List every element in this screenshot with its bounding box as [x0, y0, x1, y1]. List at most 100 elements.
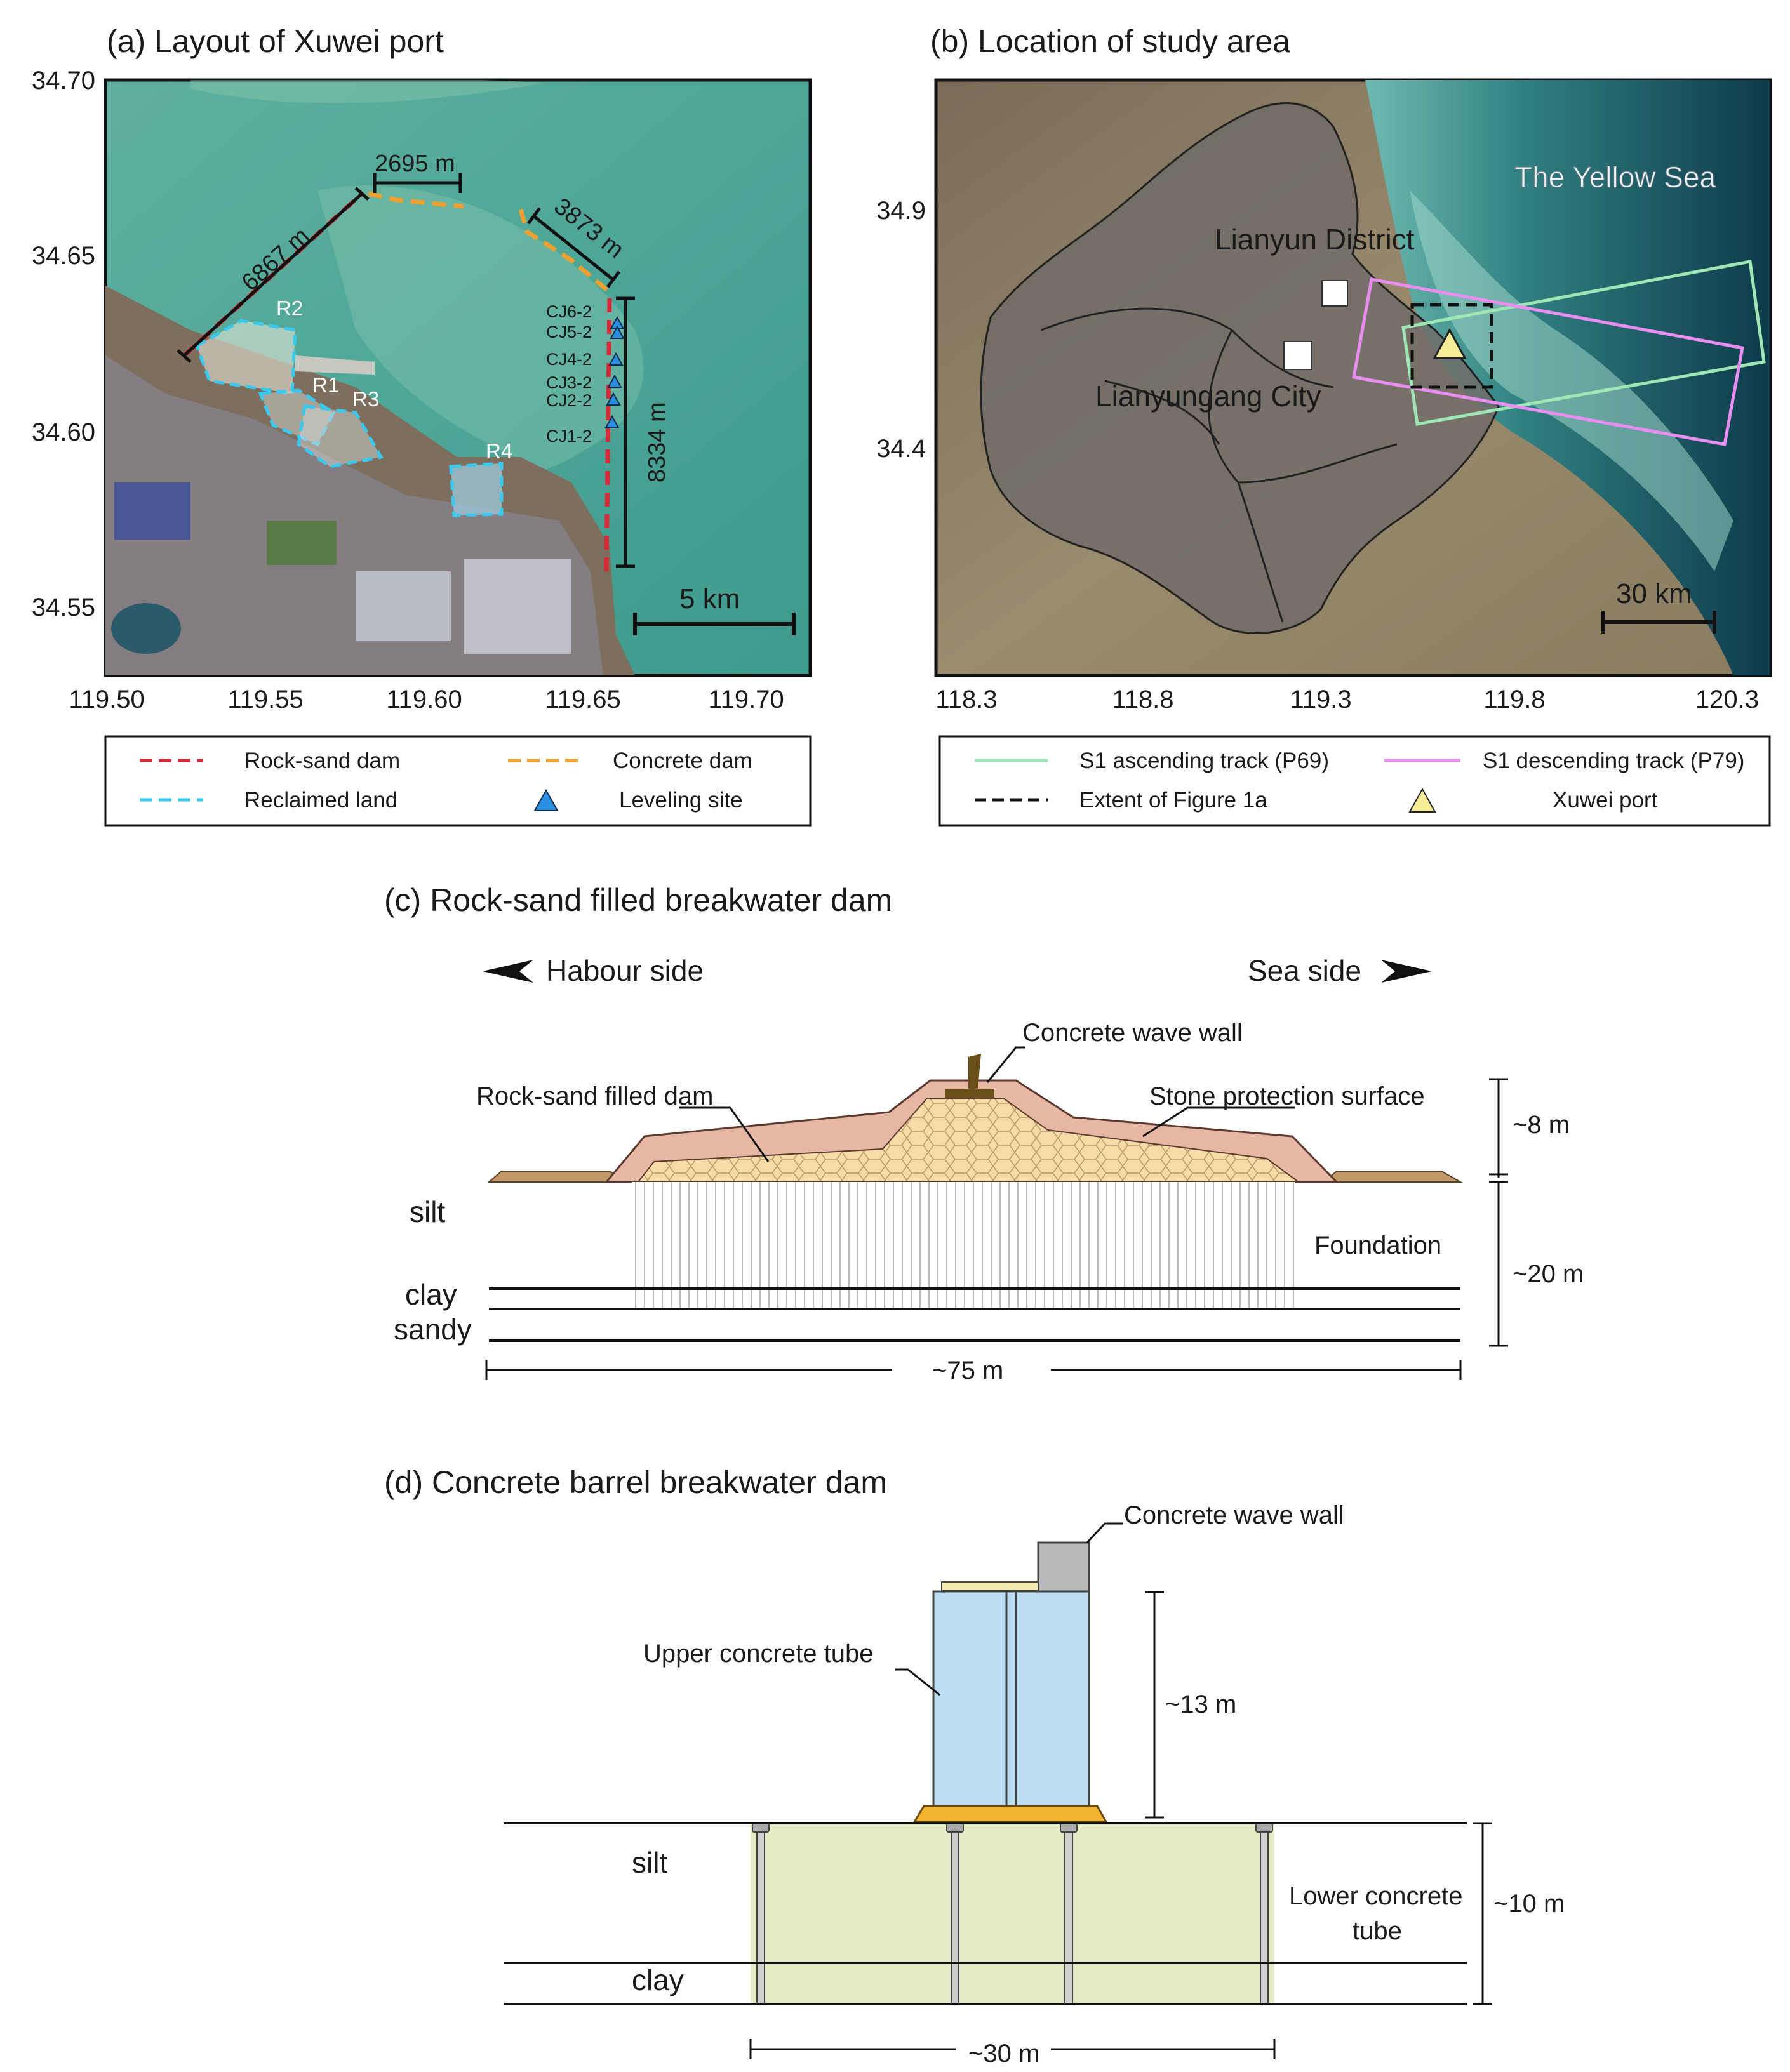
panel-b-title: (b) Location of study area: [930, 23, 1290, 59]
panel-d: (d) Concrete barrel breakwater dam Concr…: [384, 1464, 1565, 2068]
foundation-label: Foundation: [1314, 1232, 1441, 1259]
concrete-dam-northeast: [518, 209, 611, 294]
leader-wave-wall-d: [1086, 1522, 1123, 1544]
x-tick-label: 119.70: [708, 686, 784, 714]
reclaimed-r3: [297, 404, 384, 468]
panel-b-map: The Yellow Sea Lianyun District Lianyung…: [934, 78, 1772, 677]
y-tick-label: 34.65: [32, 242, 95, 270]
x-tick-label: 119.55: [227, 686, 303, 714]
site-label-cj1-2: CJ1-2: [546, 427, 592, 446]
scalebar-a: 5 km: [633, 583, 796, 635]
upper-concrete-tube: [932, 1590, 1090, 1807]
solar-field: [114, 482, 190, 540]
industrial-block: [356, 571, 451, 641]
y-tick-label: 34.55: [32, 594, 95, 621]
xuwei-port-marker: [1433, 328, 1467, 359]
y-tick-label: 34.60: [32, 418, 95, 446]
leader-upper-tube: [895, 1668, 940, 1696]
lower-tube-label-1: Lower concrete: [1289, 1882, 1462, 1910]
pier: [295, 355, 375, 375]
width-dimension-d: [749, 2039, 1276, 2059]
x-tick-label: 120.3: [1695, 686, 1759, 714]
leveling-site-marker: [606, 392, 621, 406]
ascending-track: [1401, 260, 1766, 426]
panel-a-x-axis: 119.50 119.55 119.60 119.65 119.70: [69, 686, 784, 714]
legend-concrete-label: Concrete dam: [613, 748, 752, 773]
site-label-cj2-2: CJ2-2: [546, 391, 592, 410]
panel-a-title: (a) Layout of Xuwei port: [107, 23, 444, 59]
region-label-r4: R4: [486, 439, 512, 463]
height-13-label: ~13 m: [1165, 1690, 1236, 1718]
wave-wall-d-label: Concrete wave wall: [1124, 1501, 1344, 1529]
leveling-site-marker: [610, 325, 625, 339]
legend-leveling-label: Leveling site: [619, 788, 743, 813]
leveling-site-marker: [608, 352, 624, 366]
legend-a: Rock-sand dam Concrete dam Reclaimed lan…: [104, 735, 812, 827]
site-label-cj4-2: CJ4-2: [546, 350, 592, 369]
legend-b-box: [938, 735, 1771, 827]
industrial-block: [464, 559, 571, 654]
rock-sand-dam-east: [604, 298, 612, 572]
ground-stone-left: [487, 1171, 628, 1183]
x-tick-label: 118.8: [1112, 686, 1173, 714]
site-label-cj3-2: CJ3-2: [546, 373, 592, 392]
dimension-label-2695: 2695 m: [375, 150, 455, 177]
harbour-side-label: Habour side: [546, 954, 704, 987]
height-8-label: ~8 m: [1513, 1111, 1570, 1139]
sea-arrow-icon: [1381, 960, 1432, 983]
sandy-label: sandy: [394, 1313, 472, 1346]
legend-a-box: [104, 735, 812, 827]
green-field: [267, 521, 337, 565]
clay-label: clay: [405, 1278, 457, 1311]
clay-d-label: clay: [632, 1963, 684, 1996]
stone-surface-label: Stone protection surface: [1149, 1082, 1425, 1110]
scalebar-b: 30 km: [1601, 578, 1716, 634]
ground-stone-right: [1322, 1171, 1463, 1183]
width-dimension-c: [485, 1360, 1462, 1380]
region-label-r1: R1: [312, 373, 339, 397]
reclaimed-r4: [449, 462, 504, 517]
height-dimension-13: [1145, 1591, 1164, 1819]
site-label-cj6-2: CJ6-2: [546, 302, 592, 321]
x-tick-label: 119.65: [545, 686, 620, 714]
scalebar-b-label: 30 km: [1616, 578, 1692, 609]
legend-b: S1 ascending track (P69) S1 descending t…: [938, 735, 1771, 827]
x-tick-label: 119.60: [386, 686, 462, 714]
legend-reclaimed-label: Reclaimed land: [244, 788, 397, 813]
x-tick-label: 119.8: [1483, 686, 1545, 714]
y-tick-label: 34.70: [32, 67, 95, 95]
silt-label: silt: [410, 1195, 445, 1228]
reclaimed-r2: [194, 319, 297, 395]
district-label: Lianyun District: [1215, 223, 1415, 256]
panel-a-map: R2 R1 R3 R4 6867 m 2695 m 3873 m 8334 m: [104, 78, 812, 677]
base-plate: [912, 1805, 1108, 1823]
lower-concrete-tube: [751, 1823, 1274, 2004]
concrete-dam-north: [368, 191, 464, 209]
panel-a-y-axis: 34.70 34.65 34.60 34.55: [32, 67, 95, 621]
legend-leveling-swatch: [533, 788, 559, 811]
x-tick-label: 119.50: [69, 686, 144, 714]
legend-extent-label: Extent of Figure 1a: [1079, 788, 1267, 813]
dimension-8334: 8334 m: [616, 296, 671, 568]
x-tick-label: 119.3: [1290, 686, 1351, 714]
city-label: Lianyungang City: [1095, 380, 1321, 413]
leveling-site-marker: [604, 415, 620, 428]
y-tick-label: 34.4: [876, 435, 926, 463]
panel-d-title: (d) Concrete barrel breakwater dam: [384, 1464, 887, 1500]
height-dimension-10: [1473, 1822, 1492, 2005]
dimension-2695: 2695 m: [373, 150, 462, 193]
legend-descending-label: S1 descending track (P79): [1483, 748, 1744, 773]
panel-c: (c) Rock-sand filled breakwater dam Habo…: [384, 882, 1584, 1385]
filled-dam-label: Rock-sand filled dam: [476, 1082, 714, 1110]
cap-plate: [941, 1581, 1039, 1591]
district-boundaries: [1041, 307, 1398, 623]
extent-of-figure-1a: [1410, 303, 1493, 389]
sediment-plume-b: [1410, 190, 1733, 571]
site-label-cj5-2: CJ5-2: [546, 322, 592, 342]
legend-port-swatch: [1408, 787, 1436, 813]
panel-b-y-axis: 34.9 34.4: [876, 197, 926, 463]
leader-stone-surface: [1142, 1106, 1295, 1138]
panel-a: (a) Layout of Xuwei port: [32, 23, 812, 827]
width-30-label: ~30 m: [968, 2040, 1039, 2068]
